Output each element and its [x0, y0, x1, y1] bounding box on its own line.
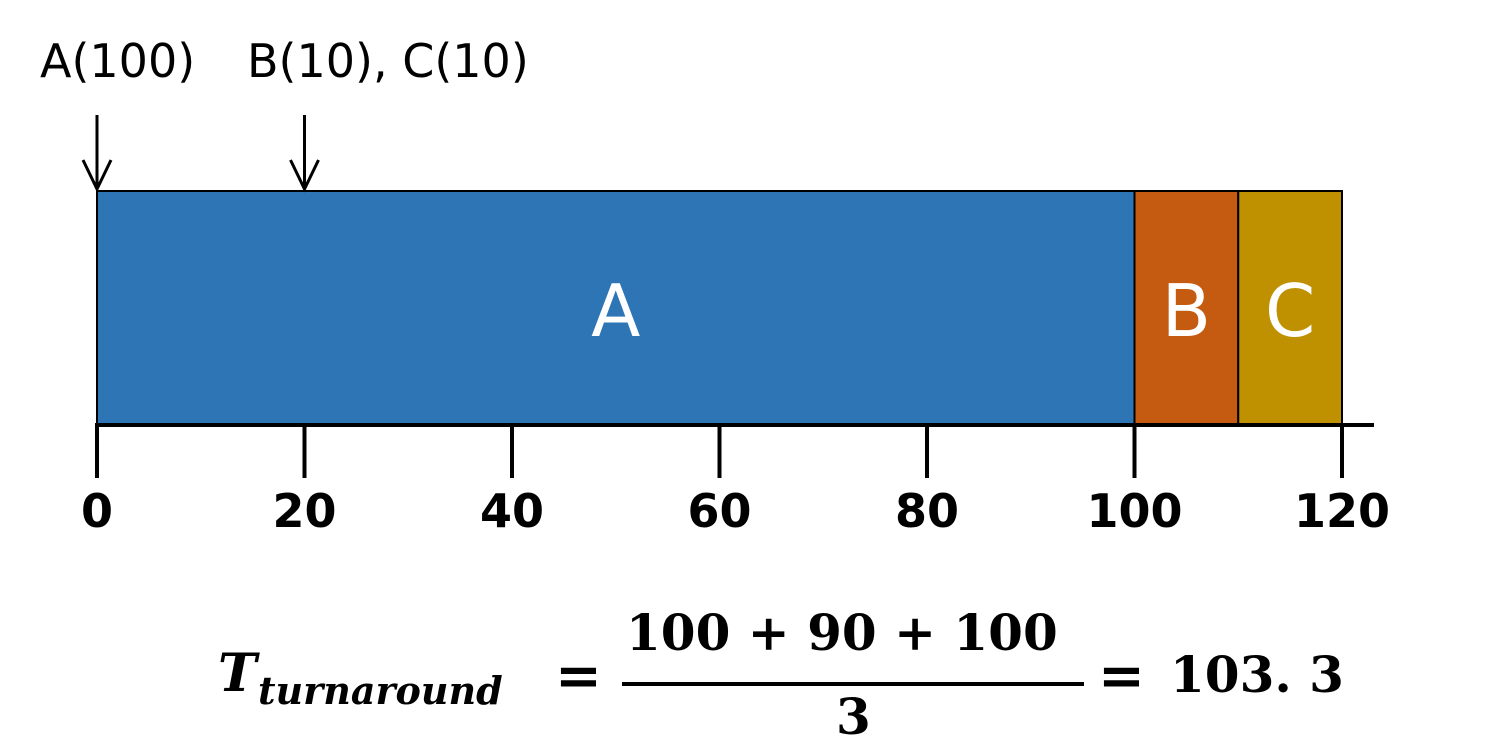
tick-label-80: 80: [895, 484, 959, 538]
tick-label-100: 100: [1086, 484, 1182, 538]
tick-label-60: 60: [687, 484, 751, 538]
formula-equals: =: [555, 643, 602, 709]
segment-label-b: B: [1162, 269, 1211, 353]
fraction-bar: [622, 682, 1084, 686]
formula-subscript: turnaround: [258, 668, 503, 713]
segment-c: [1237, 190, 1343, 426]
tick-label-0: 0: [81, 484, 113, 538]
arrival-label-bc: B(10), C(10): [247, 34, 529, 88]
tick-label-120: 120: [1294, 484, 1390, 538]
segment-a: [96, 190, 1136, 426]
tick-label-40: 40: [480, 484, 544, 538]
segment-label-a: A: [591, 269, 640, 353]
tick-label-20: 20: [272, 484, 336, 538]
formula-symbol: T: [218, 643, 257, 704]
formula-denominator: 3: [836, 687, 871, 746]
segment-label-c: C: [1265, 269, 1315, 353]
formula-equals-2: =: [1098, 643, 1145, 709]
arrival-label-a: A(100): [40, 34, 196, 88]
formula-result: 103. 3: [1170, 645, 1344, 704]
arrival-arrow-head-0: [81, 159, 113, 193]
formula-numerator: 100 + 90 + 100: [626, 603, 1058, 662]
arrival-arrow-head-1: [289, 159, 320, 193]
